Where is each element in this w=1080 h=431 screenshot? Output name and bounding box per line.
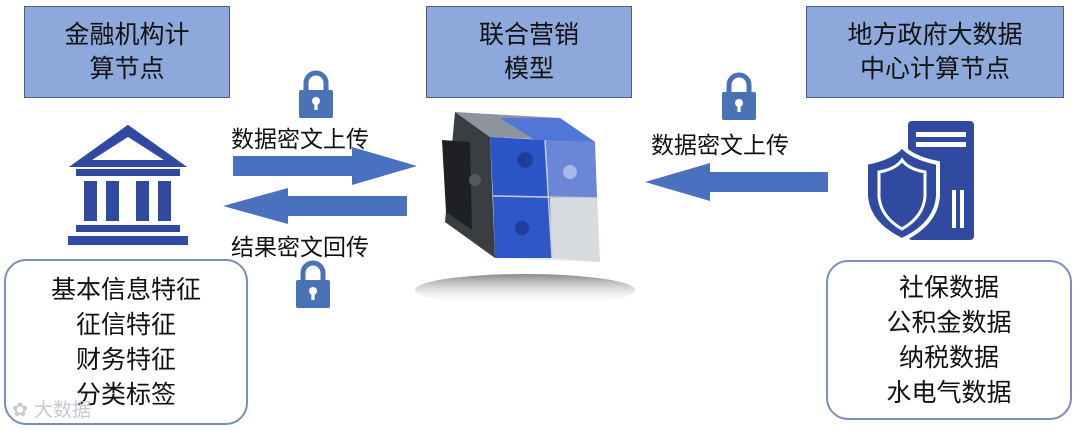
label-fin-upload: 数据密文上传 — [231, 120, 369, 154]
gov-data-item: 公积金数据 — [886, 305, 1011, 340]
lock-icon — [299, 73, 333, 118]
server-shield-icon — [866, 121, 974, 240]
label-result-return: 结果密文回传 — [231, 228, 369, 262]
feature-item: 征信特征 — [76, 307, 176, 342]
feature-item: 基本信息特征 — [51, 272, 201, 307]
gov-data-item: 水电气数据 — [886, 375, 1011, 410]
watermark-logo-icon: ✿ — [12, 399, 34, 421]
bank-icon — [68, 126, 188, 245]
feature-item: 分类标签 — [76, 377, 176, 412]
feature-item: 财务特征 — [76, 342, 176, 377]
puzzle-cube-icon — [415, 112, 635, 306]
lock-icon — [296, 263, 330, 308]
watermark-text: 大数据 — [34, 399, 91, 421]
arrow-result-return — [223, 188, 407, 224]
label-gov-upload: 数据密文上传 — [651, 126, 789, 160]
arrow-gov-upload — [645, 163, 828, 201]
watermark: ✿ 大数据 — [12, 395, 91, 422]
gov-data-item: 社保数据 — [899, 270, 999, 305]
gov-data-item: 纳税数据 — [899, 340, 999, 375]
lock-icon — [722, 75, 756, 120]
gov-data-box: 社保数据 公积金数据 纳税数据 水电气数据 — [826, 260, 1072, 420]
